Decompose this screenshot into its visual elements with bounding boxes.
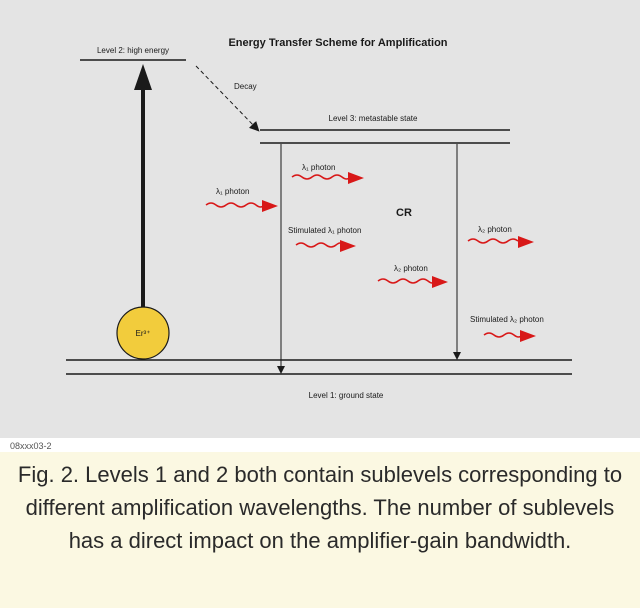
erbium-ion-label: Er³⁺ [136,329,151,338]
photon-label-right-2: λ₂ photon [478,225,512,234]
erbium-ion [116,306,170,360]
decay-label: Decay [234,82,257,91]
photon-arrow-incoming-1 [262,200,278,212]
photon-wave-stimulated-2 [483,332,523,338]
photon-arrow-stimulated-2 [520,330,536,342]
level-1-label: Level 1: ground state [309,391,384,400]
diagram-canvas: Energy Transfer Scheme for Amplification… [66,37,572,400]
photon-wave-incoming-1 [205,202,265,208]
photon-label-incoming-1: λ₁ photon [216,187,249,196]
photon-arrow-upper-1 [348,172,364,184]
photon-label-stimulated-2: Stimulated λ₂ photon [470,315,544,324]
excitation-arrowhead [134,64,152,90]
photon-label-mid-2: λ₂ photon [394,264,428,273]
cr-label: CR [396,207,412,219]
figure-id: 08xxx03-2 [10,441,52,451]
photon-wave-right-2 [467,238,519,244]
photon-arrow-right-2 [518,236,534,248]
decay-arrow [195,65,260,132]
diagram-title: Energy Transfer Scheme for Amplification [228,37,447,49]
photon-arrow-stimulated-1 [340,240,356,252]
photon-wave-mid-2 [377,278,435,284]
photon-label-stimulated-1: Stimulated λ₁ photon [288,226,361,235]
photon-label-upper-1: λ₁ photon [302,163,335,172]
level-3-label: Level 3: metastable state [329,114,418,123]
photon-wave-stimulated-1 [295,242,343,248]
figure-caption: Fig. 2. Levels 1 and 2 both contain subl… [17,462,623,553]
photon-wave-upper-1 [291,174,351,180]
caption-panel [0,452,640,608]
energy-diagram-figure: Energy Transfer Scheme for Amplification… [0,0,640,438]
photon-arrow-mid-2 [432,276,448,288]
level-2-label: Level 2: high energy [97,46,169,55]
